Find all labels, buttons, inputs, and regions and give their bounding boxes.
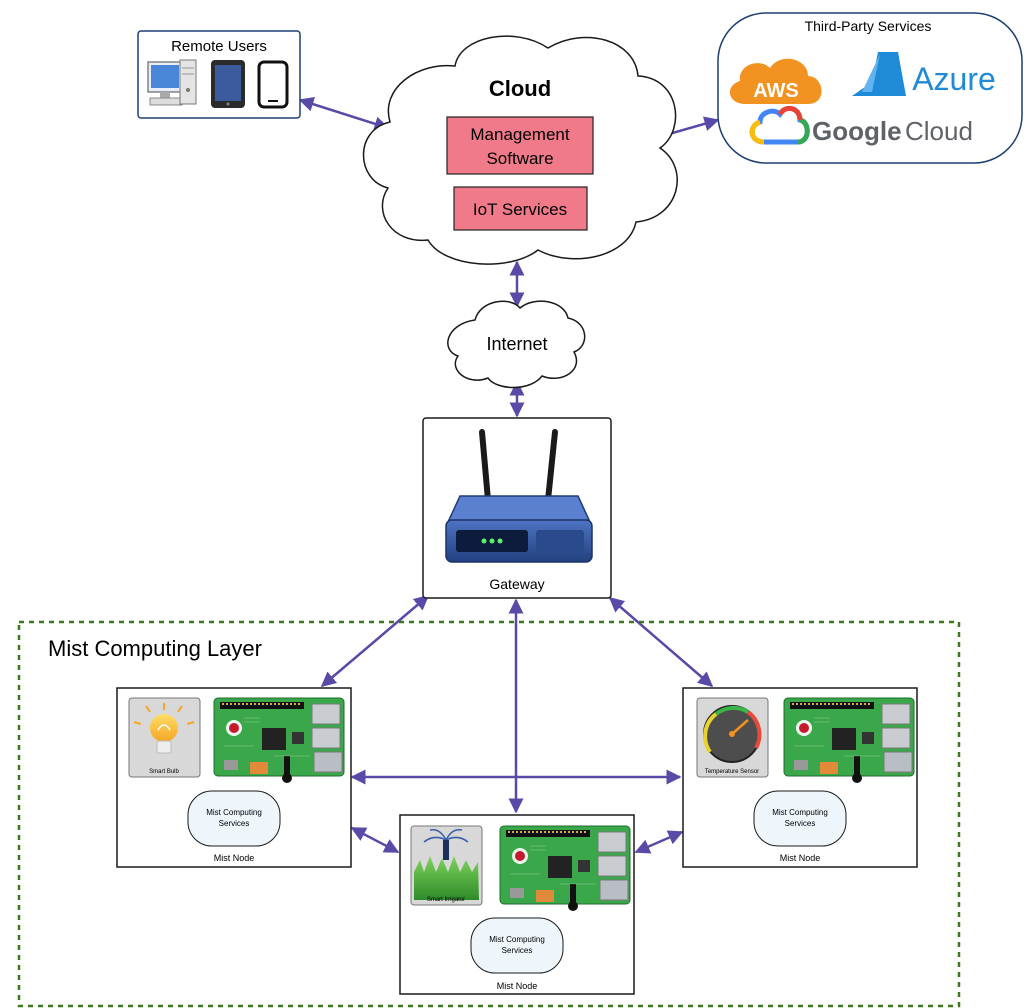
arrow-gateway-node3 [608, 597, 714, 687]
aws-label: AWS [753, 80, 799, 102]
raspberry-pi-board-1 [213, 697, 345, 784]
azure-logo: Azure [852, 52, 996, 97]
third-party-services-box: Third-Party Services AWS Azure Google Cl… [717, 12, 1023, 164]
temperature-sensor-device: Temperature Sensor [696, 697, 769, 778]
smart-bulb-device: Smart Bulb [128, 697, 201, 778]
google-cloud-product-label: Cloud [905, 116, 973, 146]
services-label-line1-3: Mist Computing [772, 808, 828, 817]
third-party-services-label: Third-Party Services [805, 18, 932, 34]
raspberry-pi-board-3 [783, 697, 915, 784]
internet-cloud: Internet [447, 300, 586, 389]
management-software-label-line2: Software [486, 149, 553, 168]
mist-layer-label: Mist Computing Layer [48, 636, 262, 661]
arrow-node3-node2 [634, 830, 684, 854]
smart-bulb-label: Smart Bulb [149, 769, 179, 775]
remote-users-label: Remote Users [171, 38, 267, 55]
smart-irrigator-label: Smart Irrigator [427, 897, 465, 903]
services-label-line1-1: Mist Computing [206, 808, 262, 817]
aws-logo: AWS [729, 58, 822, 104]
arrow-gateway-node1 [320, 595, 430, 687]
gateway-box: Gateway [422, 417, 612, 599]
azure-label: Azure [912, 61, 996, 97]
services-label-line2-3: Services [785, 819, 816, 828]
internet-label: Internet [486, 334, 547, 354]
lightbulb-icon [133, 703, 195, 754]
raspberry-pi-board-2 [499, 825, 631, 912]
mist-computing-services-1: Mist Computing Services [187, 790, 281, 847]
mist-computing-services-3: Mist Computing Services [753, 790, 847, 847]
remote-users-box: Remote Users [137, 30, 301, 119]
smartphone-icon [257, 60, 289, 109]
services-label-line1-2: Mist Computing [489, 935, 545, 944]
mist-computing-services-2: Mist Computing Services [470, 917, 564, 974]
mist-node-label-2: Mist Node [497, 981, 538, 991]
services-label-line2-2: Services [502, 946, 533, 955]
services-label-line2-1: Services [219, 819, 250, 828]
mist-node-smart-bulb: Smart Bulb Mist Computing Services Mist … [116, 687, 352, 868]
management-software-label-line1: Management [470, 125, 570, 144]
router-icon [445, 429, 593, 563]
temperature-sensor-label: Temperature Sensor [705, 769, 759, 775]
iot-services-box: IoT Services [453, 186, 588, 231]
mist-computing-layer: Mist Computing Layer [17, 620, 961, 1008]
google-cloud-logo: Google Cloud [749, 105, 973, 146]
mist-node-label-3: Mist Node [780, 853, 821, 863]
cloud-shape: Cloud Management Software IoT Services [362, 35, 678, 265]
tablet-icon [211, 60, 245, 108]
management-software-box: Management Software [446, 116, 594, 175]
arrow-node1-node2 [350, 826, 400, 854]
connector-lines [298, 96, 720, 854]
mist-node-smart-irrigator: Smart Irrigator Mist Computing Services … [399, 814, 635, 995]
mist-node-label-1: Mist Node [214, 853, 255, 863]
cloud-title: Cloud [489, 76, 551, 101]
google-cloud-brand-label: Google [812, 116, 902, 146]
mist-node-temperature-sensor: Temperature Sensor Mist Computing Servic… [682, 687, 918, 868]
smart-irrigator-device: Smart Irrigator [410, 825, 483, 906]
arrow-users-cloud [298, 96, 390, 132]
gateway-label: Gateway [489, 576, 544, 592]
sprinkler-icon [414, 828, 479, 900]
desktop-computer-icon [147, 59, 197, 106]
iot-services-label: IoT Services [473, 200, 567, 219]
gauge-icon [703, 705, 762, 763]
